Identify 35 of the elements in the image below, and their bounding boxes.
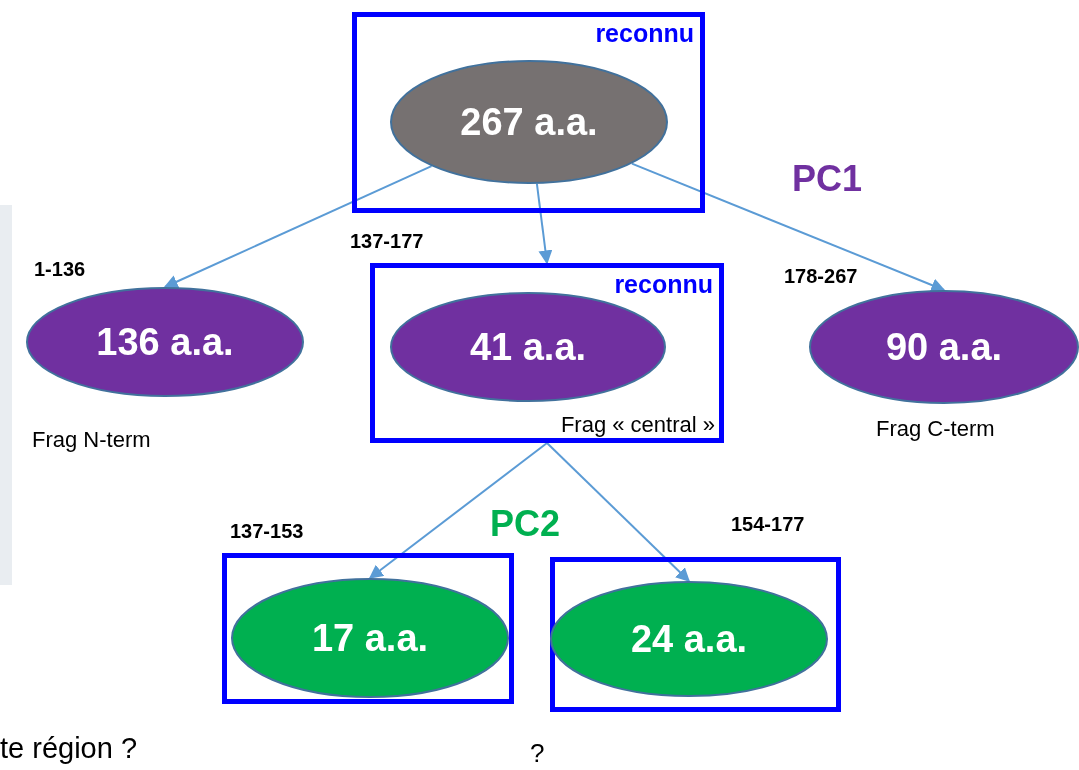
fragment-size: 90 a.a. bbox=[884, 325, 1004, 369]
fragment-caption: Frag C-term bbox=[876, 416, 995, 442]
arrow bbox=[546, 442, 690, 582]
arrow bbox=[535, 182, 553, 265]
residue-range: 1-136 bbox=[34, 258, 86, 281]
residue-range: 154-177 bbox=[731, 513, 805, 536]
highlight-frame bbox=[370, 263, 724, 443]
process-label: PC1 bbox=[792, 158, 863, 200]
fragment-ellipse bbox=[390, 292, 666, 402]
highlight-frame bbox=[352, 12, 705, 213]
arrow bbox=[368, 442, 548, 579]
arrow bbox=[630, 162, 946, 292]
fragment-ellipse bbox=[809, 290, 1079, 404]
frame-heading: reconnu bbox=[595, 19, 694, 48]
process-label: PC2 bbox=[490, 503, 561, 545]
question-mark: ? bbox=[530, 738, 545, 769]
residue-range: 178-267 bbox=[784, 265, 858, 288]
frame-heading: reconnu bbox=[614, 270, 713, 299]
fragment-caption: Frag N-term bbox=[32, 427, 151, 453]
fragment-size: 41 a.a. bbox=[468, 325, 588, 369]
fragment-ellipse bbox=[26, 287, 304, 397]
fragment-size: 24 a.a. bbox=[629, 617, 749, 661]
fragment-ellipse bbox=[390, 60, 668, 184]
highlight-frame bbox=[222, 553, 514, 704]
fragment-caption: Frag « central » bbox=[560, 412, 715, 438]
fragment-size: 17 a.a. bbox=[310, 616, 430, 660]
residue-range: 137-177 bbox=[350, 230, 424, 253]
fragment-size: 267 a.a. bbox=[459, 100, 599, 144]
fragment-ellipse bbox=[550, 581, 828, 697]
residue-range: 137-153 bbox=[230, 520, 304, 543]
question-text: te région ? bbox=[0, 732, 138, 765]
fragment-size: 136 a.a. bbox=[95, 320, 235, 364]
arrow bbox=[163, 165, 433, 289]
fragment-ellipse bbox=[231, 578, 509, 698]
highlight-frame bbox=[550, 557, 841, 712]
